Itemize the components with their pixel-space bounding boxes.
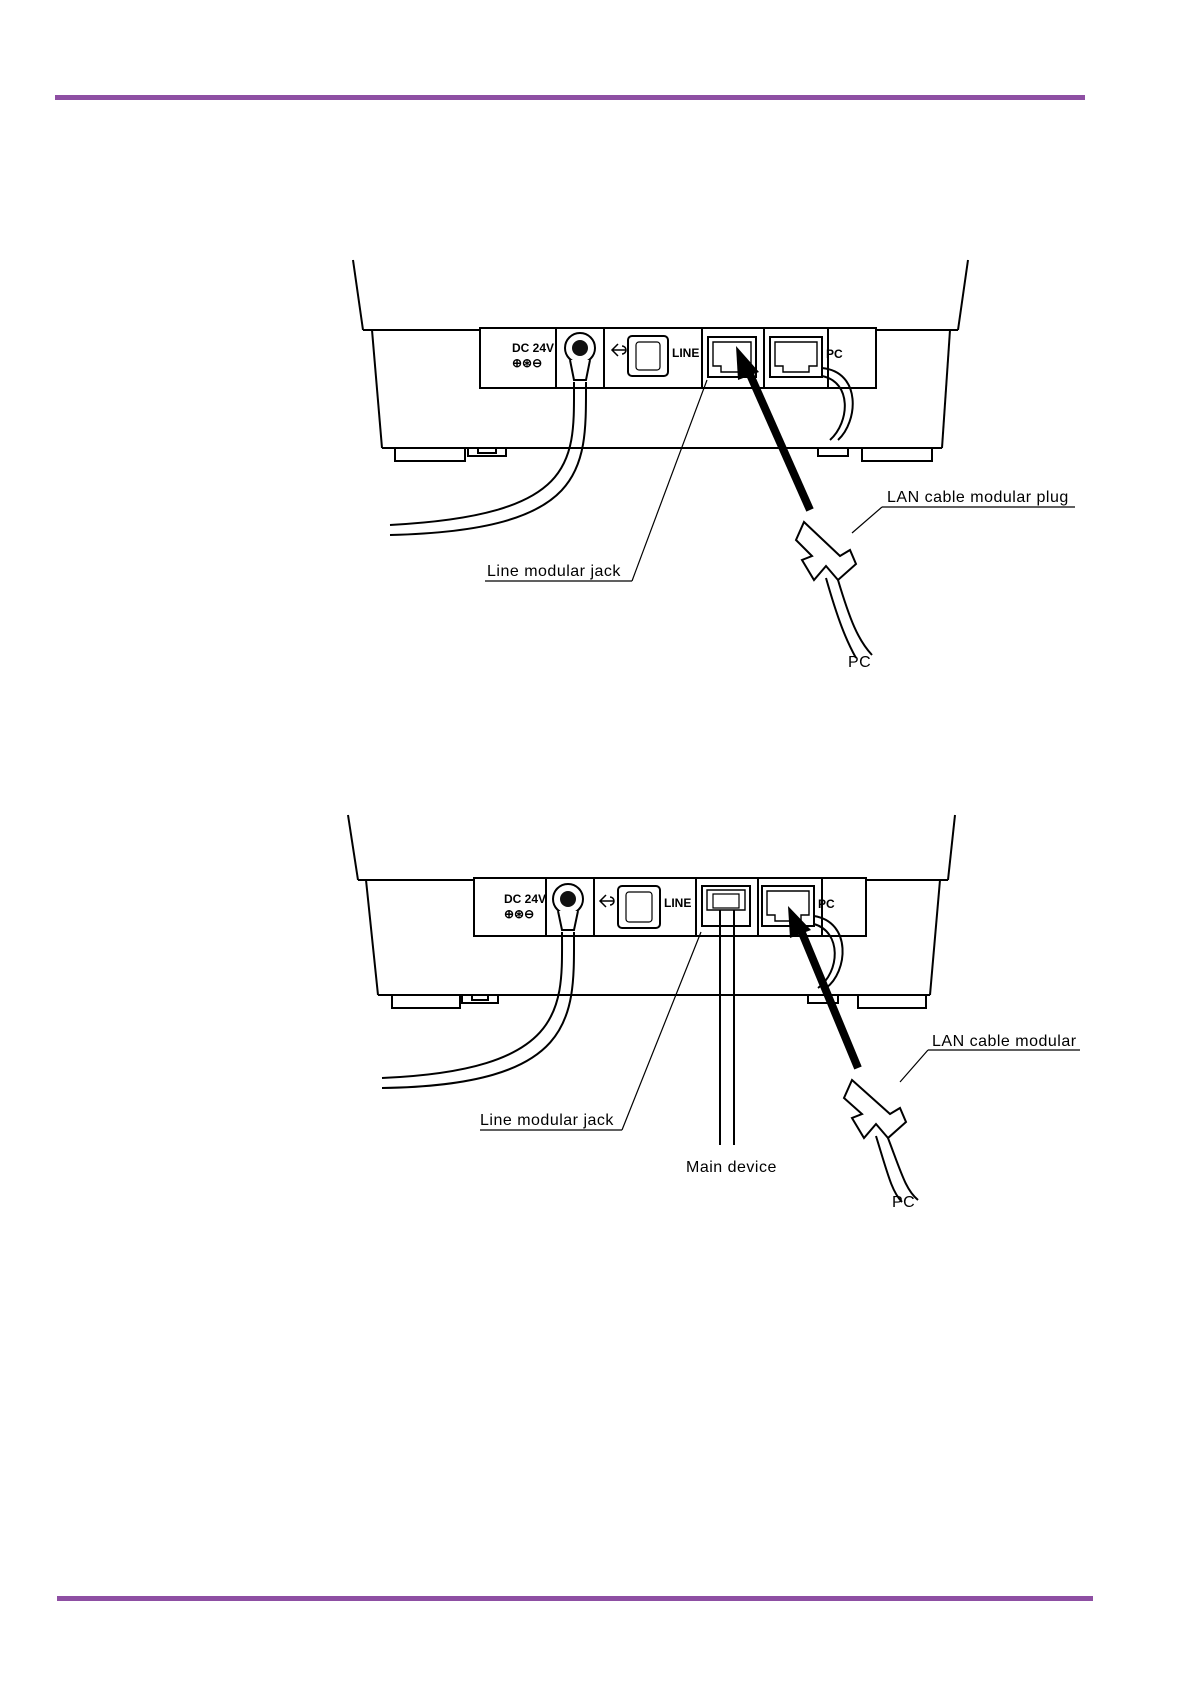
panel-label-line: LINE — [672, 346, 699, 360]
figure-1-connection-diagram: DC 24V ⊕⊛⊖ LINE PC LAN cable modular plu… — [0, 240, 1190, 680]
callout-line-jack: Line modular jack — [480, 1112, 614, 1129]
callout-lan-plug: LAN cable modular — [932, 1033, 1077, 1050]
pc-port — [770, 337, 822, 377]
panel-label-pc: PC — [826, 347, 843, 361]
lan-cable-modular-plug — [844, 1080, 918, 1202]
panel-label-dc: DC 24V — [512, 341, 554, 355]
callout-pc: PC — [848, 654, 871, 671]
callout-lan-plug: LAN cable modular plug — [887, 489, 1069, 506]
line-port-connected — [702, 886, 750, 926]
callout-pc: PC — [892, 1194, 915, 1211]
callout-line-jack: Line modular jack — [487, 563, 621, 580]
callout-main-device: Main device — [686, 1159, 777, 1176]
figure-2-connection-diagram: DC 24V ⊕⊛⊖ LINE PC LAN cable modular Lin… — [0, 800, 1190, 1220]
main-device-cable — [720, 910, 734, 1145]
footer-rule — [57, 1596, 1093, 1601]
power-cable — [382, 932, 574, 1088]
panel-symbol-dc: ⊕⊛⊖ — [512, 356, 542, 370]
panel-symbol-dc: ⊕⊛⊖ — [504, 907, 534, 921]
lan-cable-modular-plug — [796, 522, 872, 658]
panel-label-pc: PC — [818, 897, 835, 911]
panel-label-line: LINE — [664, 896, 691, 910]
panel-label-dc: DC 24V — [504, 892, 546, 906]
header-rule — [55, 95, 1085, 100]
leader-lines — [480, 932, 1080, 1130]
